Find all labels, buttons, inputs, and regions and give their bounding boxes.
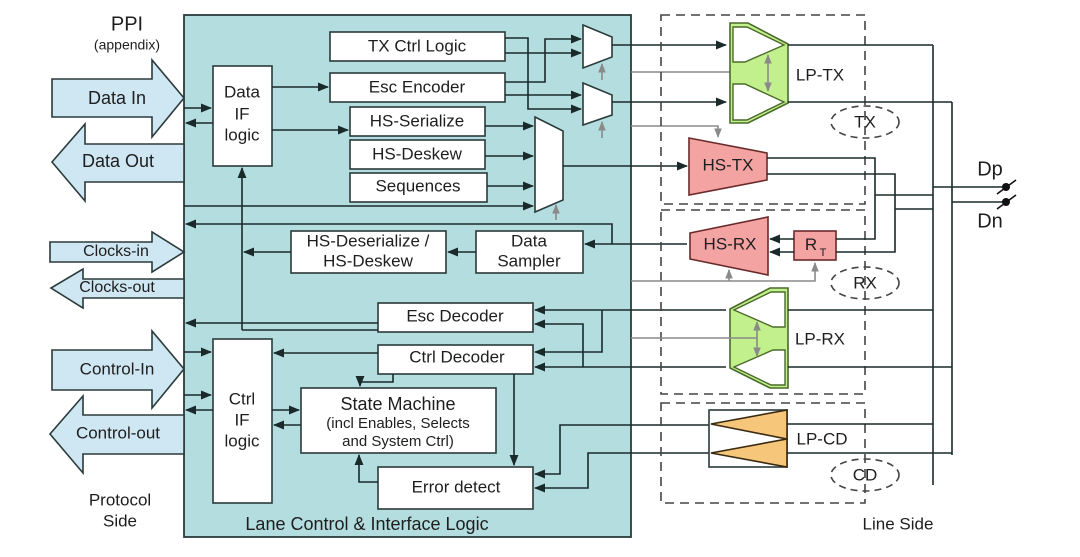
tx-group bbox=[660, 14, 866, 205]
ctrl-decoder-block bbox=[377, 344, 534, 375]
control-out-label: Control-out bbox=[76, 423, 160, 442]
esc-encoder-label: Esc Encoder bbox=[369, 77, 466, 96]
dn-pin bbox=[996, 194, 1017, 210]
lp-cd-label: LP-CD bbox=[796, 429, 847, 448]
esc-encoder-block bbox=[329, 72, 506, 103]
hs-deserialize-block bbox=[290, 230, 447, 274]
tx-tag: TX bbox=[854, 112, 876, 131]
rt-termination bbox=[793, 230, 837, 261]
state-machine-block bbox=[300, 387, 497, 454]
hs-serialize-label: HS-Serialize bbox=[370, 111, 464, 130]
sequences-label: Sequences bbox=[375, 176, 460, 195]
hs-rx-receiver bbox=[689, 216, 769, 276]
data-in-label: Data In bbox=[88, 88, 146, 108]
lp-rx-receiver bbox=[729, 287, 789, 389]
rx-group bbox=[660, 209, 866, 395]
hs-mux bbox=[534, 115, 564, 214]
tx-ctrl-logic-block bbox=[329, 31, 506, 62]
lane-control-title: Lane Control & Interface Logic bbox=[245, 514, 488, 534]
hs-rx-label: HS-RX bbox=[704, 234, 757, 253]
control-out-arrow: Control-out bbox=[48, 393, 185, 476]
rt-sub-label: T bbox=[820, 247, 827, 259]
data-out-label: Data Out bbox=[82, 151, 154, 171]
data-sampler-label-2: Sampler bbox=[497, 251, 561, 270]
rx-tag-ellipse bbox=[830, 266, 900, 300]
state-machine-line-2: (incl Enables, Selects bbox=[326, 415, 469, 432]
dp-pin bbox=[996, 179, 1017, 195]
cd-tag-ellipse bbox=[830, 458, 900, 492]
data-if-label-1: Data bbox=[224, 82, 260, 101]
protocol-side-label-1: Protocol bbox=[89, 490, 151, 509]
rx-tag: RX bbox=[853, 273, 877, 292]
lp-tx-driver bbox=[729, 22, 789, 124]
tx-ctrl-logic-label: TX Ctrl Logic bbox=[368, 36, 467, 55]
rt-main: R bbox=[805, 235, 817, 254]
ctrl-decoder-label: Ctrl Decoder bbox=[409, 347, 505, 366]
ctrl-if-label-1: Ctrl bbox=[229, 389, 255, 408]
data-out-arrow: Data Out bbox=[50, 121, 185, 204]
hs-deskew-label: HS-Deskew bbox=[372, 144, 462, 163]
sequences-block bbox=[349, 172, 488, 203]
tx-tag-ellipse bbox=[830, 105, 900, 139]
lp-mux-top bbox=[582, 23, 613, 70]
clocks-in-arrow: Clocks-in bbox=[49, 230, 186, 274]
ctrl-if-label-2: IF bbox=[234, 410, 249, 429]
hs-deskew-block bbox=[349, 139, 486, 170]
hs-tx-driver bbox=[688, 137, 768, 196]
dn-label: Dn bbox=[977, 210, 1003, 232]
clocks-in-label: Clocks-in bbox=[83, 243, 149, 260]
hs-tx-label: HS-TX bbox=[703, 155, 754, 174]
esc-decoder-block bbox=[377, 302, 534, 333]
ppi-subtitle: (appendix) bbox=[94, 37, 160, 53]
data-sampler-label-1: Data bbox=[511, 231, 547, 250]
state-machine-line-3: and System Ctrl) bbox=[342, 433, 454, 450]
ppi-title: PPI bbox=[111, 13, 143, 35]
ctrl-if-logic-block bbox=[212, 338, 273, 504]
esc-decoder-label: Esc Decoder bbox=[406, 306, 504, 325]
lp-cd-detector bbox=[708, 409, 788, 468]
hs-deserialize-label-1: HS-Deserialize / bbox=[307, 231, 430, 250]
clocks-out-label: Clocks-out bbox=[79, 279, 155, 296]
dp-label: Dp bbox=[977, 158, 1003, 180]
data-if-logic-block bbox=[212, 65, 273, 167]
cd-group bbox=[660, 402, 866, 504]
control-in-label: Control-In bbox=[80, 359, 155, 378]
clocks-out-arrow: Clocks-out bbox=[49, 267, 185, 310]
lp-rx-label: LP-RX bbox=[795, 329, 845, 348]
data-if-label-2: IF bbox=[234, 104, 249, 123]
lp-mux-bottom bbox=[582, 81, 613, 127]
hs-deserialize-label-2: HS-Deskew bbox=[323, 251, 413, 270]
rt-label: R bbox=[805, 235, 817, 254]
data-in-arrow: Data In bbox=[51, 57, 186, 140]
hs-serialize-block bbox=[349, 106, 486, 137]
data-if-label-3: logic bbox=[225, 125, 260, 144]
ctrl-if-label-3: logic bbox=[225, 431, 260, 450]
error-detect-label: Error detect bbox=[412, 477, 501, 496]
line-side-label: Line Side bbox=[863, 514, 934, 533]
control-in-arrow: Control-In bbox=[51, 328, 186, 411]
error-detect-block bbox=[377, 466, 534, 510]
cd-tag: CD bbox=[853, 465, 878, 484]
protocol-side-label-2: Side bbox=[103, 511, 137, 530]
data-sampler-block bbox=[475, 230, 584, 274]
state-machine-title: State Machine bbox=[340, 394, 455, 414]
lp-tx-label: LP-TX bbox=[796, 65, 844, 84]
